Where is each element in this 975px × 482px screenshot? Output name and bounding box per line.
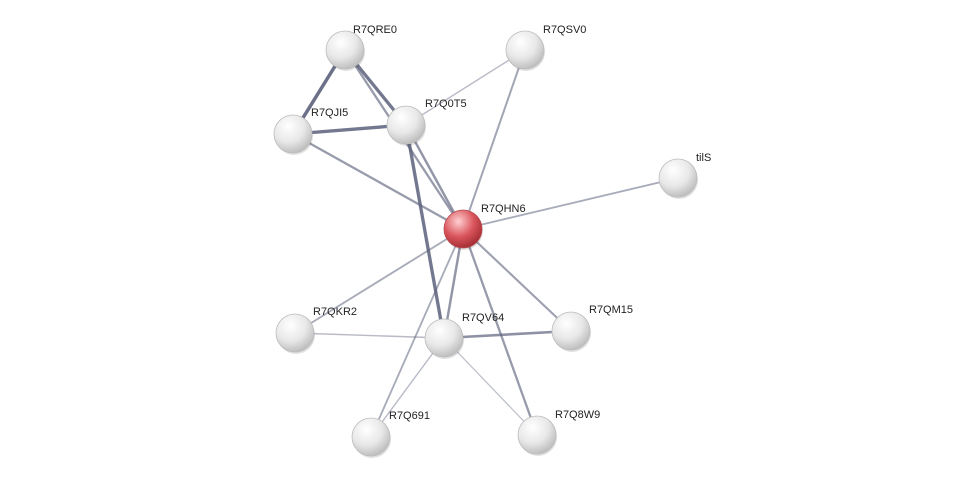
edge-r7qv64-r7qm15[interactable] (442, 329, 573, 340)
node-label: R7QV64 (462, 312, 504, 324)
node-circle[interactable] (551, 311, 591, 351)
node-circle[interactable] (505, 30, 545, 70)
edge-r7q0t5-r7qsv0[interactable] (405, 49, 526, 126)
node-label: R7QRE0 (353, 24, 397, 36)
node-r7qv64[interactable]: R7QV64 (424, 312, 504, 359)
node-label: tilS (696, 152, 711, 164)
node-r7qkr2[interactable]: R7QKR2 (275, 306, 357, 354)
edge-r7q0t5-r7qhn6[interactable] (404, 123, 465, 231)
edge-r7qhn6-r7qm15[interactable] (461, 227, 573, 333)
node-tils[interactable]: tilS (658, 152, 711, 199)
node-label: R7Q691 (389, 410, 430, 422)
node-circle[interactable] (273, 114, 313, 154)
node-r7qsv0[interactable]: R7QSV0 (505, 24, 586, 71)
node-label: R7QJI5 (311, 107, 348, 119)
edge-r7q0t5-r7qv64[interactable] (404, 123, 446, 340)
edge-r7qv64-r7q8w9[interactable] (443, 337, 538, 436)
node-label: R7Q8W9 (555, 409, 600, 421)
node-circle[interactable] (386, 105, 426, 145)
node-r7q0t5[interactable]: R7Q0T5 (386, 98, 467, 146)
edge-r7qv64-r7q691[interactable] (370, 337, 445, 438)
node-circle[interactable] (658, 158, 698, 198)
node-label: R7QM15 (589, 304, 633, 316)
node-circle[interactable] (351, 417, 391, 457)
node-label: R7QSV0 (543, 24, 586, 36)
edge-r7qsv0-r7qhn6[interactable] (462, 49, 526, 230)
node-circle[interactable] (424, 318, 464, 358)
edge-tils-r7qhn6[interactable] (462, 177, 679, 230)
node-r7qji5[interactable]: R7QJI5 (273, 107, 348, 155)
node-label: R7QKR2 (313, 306, 357, 318)
node-label: R7Q0T5 (425, 98, 467, 110)
node-r7q691[interactable]: R7Q691 (351, 410, 430, 458)
edge-r7qhn6-r7q8w9[interactable] (461, 227, 539, 437)
node-circle[interactable] (517, 415, 557, 455)
query-node-circle[interactable] (443, 209, 483, 249)
node-circle[interactable] (325, 30, 365, 70)
node-circle[interactable] (275, 313, 315, 353)
node-label: R7QHN6 (481, 203, 526, 215)
edge-r7qji5-r7qhn6[interactable] (291, 132, 465, 231)
edge-r7qhn6-r7q691[interactable] (370, 228, 464, 438)
edge-r7qkr2-r7qv64[interactable] (294, 332, 445, 339)
edge-r7qhn6-r7qkr2[interactable] (294, 228, 464, 334)
node-r7qm15[interactable]: R7QM15 (551, 304, 633, 352)
node-r7qre0[interactable]: R7QRE0 (325, 24, 397, 71)
node-r7qhn6[interactable]: R7QHN6 (443, 203, 526, 250)
node-r7q8w9[interactable]: R7Q8W9 (517, 409, 600, 456)
